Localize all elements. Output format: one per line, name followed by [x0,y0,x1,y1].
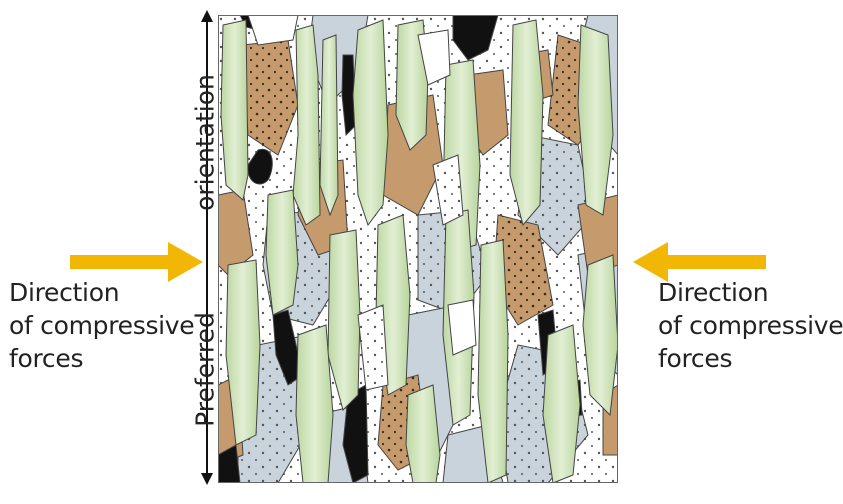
right-label-line-3: forces [658,344,733,373]
left-force-label: Direction of compressive forces [9,276,195,375]
axis-label-preferred: Preferred [190,312,220,427]
left-label-line-2: of compressive [9,311,195,340]
right-force-label: Direction of compressive forces [658,276,843,375]
right-label-line-2: of compressive [658,311,843,340]
left-label-line-3: forces [9,344,84,373]
foliated-rock-diagram [218,15,618,483]
left-label-line-1: Direction [9,278,120,307]
axis-label-orientation: orientation [190,74,220,211]
left-compression-arrow-icon [70,242,203,282]
preferred-orientation-arrow-icon [201,10,213,485]
right-compression-arrow-icon [633,242,766,282]
right-label-line-1: Direction [658,278,769,307]
